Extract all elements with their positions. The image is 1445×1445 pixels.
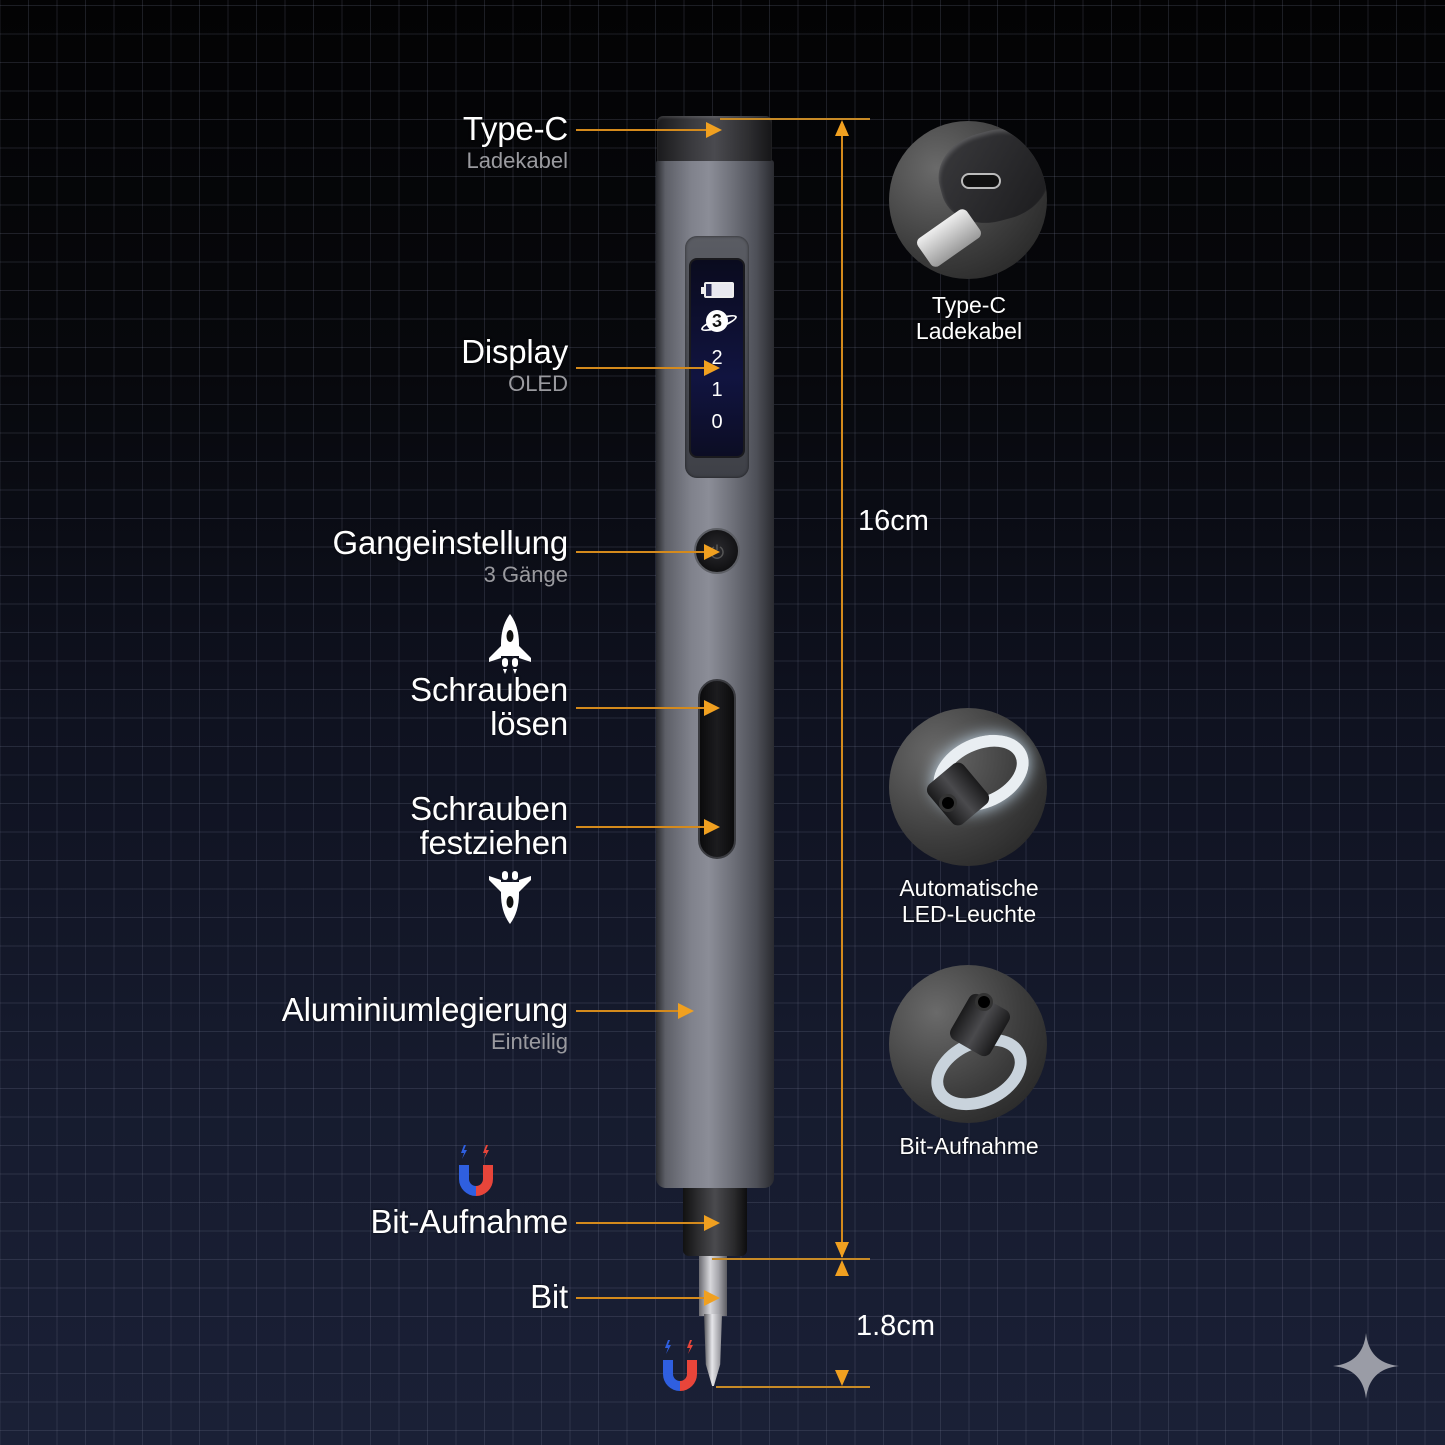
detail-caption-type-c: Type-C Ladekabel [915, 292, 1023, 344]
rocket-down-icon [489, 871, 531, 924]
callout-line-display [576, 360, 720, 376]
detail-type-c [889, 121, 1047, 279]
dimension-body-line [841, 122, 843, 1257]
callout-line-loosen [576, 700, 720, 716]
display-level-0: 0 [711, 411, 723, 433]
magnet-icon [663, 1340, 697, 1391]
callout-material: Aluminiumlegierung Einteilig [281, 991, 568, 1055]
detail-led-light [889, 708, 1047, 866]
dimension-top-line [720, 118, 870, 120]
callout-type-c: Type-C Ladekabel [462, 110, 568, 174]
callout-bit: Bit [530, 1278, 568, 1315]
usb-c-port-icon [961, 173, 1001, 189]
led-ring-icon [920, 720, 1042, 826]
dimension-bottom-line [716, 1386, 870, 1388]
bit-length-label: 1.8cm [856, 1310, 935, 1342]
display-level-2: 2 [711, 347, 723, 369]
callout-bit-holder: Bit-Aufnahme [370, 1203, 568, 1240]
callout-loosen: Schrauben lösen [410, 671, 568, 742]
magnet-icon [459, 1145, 493, 1196]
detail-caption-bit-holder: Bit-Aufnahme [899, 1133, 1039, 1159]
arrow-down-icon [835, 1242, 849, 1258]
display-level-1: 1 [711, 379, 723, 401]
arrow-up-icon [835, 120, 849, 136]
callout-line-tighten [576, 819, 720, 835]
bit-socket-hole [975, 993, 993, 1011]
bit-shaft [699, 1256, 727, 1316]
detail-caption-led: Automatische LED-Leuchte [899, 875, 1039, 927]
dimension-mid-line [712, 1258, 870, 1260]
callout-line-bit [576, 1290, 720, 1306]
body-length-label: 16cm [858, 505, 929, 537]
sparkle-icon [1333, 1333, 1399, 1399]
nozzle-hole [939, 794, 957, 812]
callout-display: Display OLED [461, 333, 568, 397]
callout-line-material [576, 1003, 694, 1019]
callout-tighten: Schrauben festziehen [410, 790, 568, 861]
arrow-down-icon [835, 1370, 849, 1386]
gear-level-icon: 3 [706, 310, 728, 332]
battery-icon [701, 282, 734, 298]
rocket-up-icon [489, 614, 531, 674]
arrow-up-icon [835, 1260, 849, 1276]
oled-display: 3 2 1 0 [689, 258, 745, 458]
callout-line-gear-setting [576, 544, 720, 560]
callout-line-bit-holder [576, 1215, 720, 1231]
bit-tip [704, 1314, 722, 1386]
callout-line-type-c [576, 122, 722, 138]
detail-bit-holder [889, 965, 1047, 1123]
callout-gear-setting: Gangeinstellung 3 Gänge [332, 524, 568, 588]
